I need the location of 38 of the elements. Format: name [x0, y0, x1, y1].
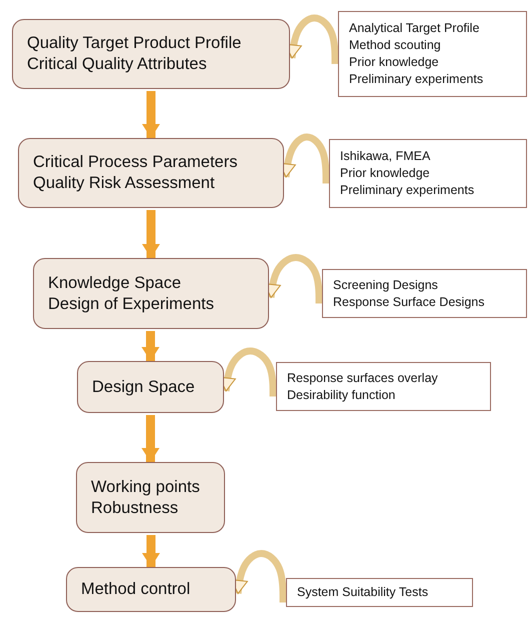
note-text: Response Surface Designs — [333, 294, 486, 310]
process-box — [33, 258, 269, 329]
step-text: Quality Risk Assessment — [33, 173, 216, 194]
note-box — [338, 11, 527, 97]
step-text: Critical Quality Attributes — [27, 54, 208, 75]
process-box — [76, 462, 225, 533]
note-text: Prior knowledge — [340, 165, 431, 182]
step-text: Quality Target Product Profile — [27, 33, 242, 54]
note-box — [276, 362, 491, 411]
step-text: Method control — [81, 579, 192, 600]
note-text: Screening Designs — [333, 276, 439, 294]
step-text: Working points — [91, 476, 201, 498]
process-box — [66, 567, 236, 612]
step-text: Design of Experiments — [48, 294, 215, 314]
step-text: Critical Process Parameters — [33, 152, 238, 173]
note-text: Ishikawa, FMEA — [340, 148, 432, 165]
note-text: Preliminary experiments — [349, 71, 484, 88]
process-box — [12, 19, 290, 89]
note-box — [322, 269, 527, 318]
arrow — [142, 415, 160, 462]
process-box — [77, 361, 224, 413]
note-text: Desirability function — [287, 386, 396, 404]
note-text: Analytical Target Profile — [349, 20, 480, 37]
note-text: Preliminary experiments — [340, 182, 476, 199]
note-box — [286, 578, 473, 607]
process-box — [18, 138, 284, 208]
note-text: Method scouting — [349, 37, 442, 54]
arrow — [142, 331, 160, 361]
step-text: Robustness — [91, 498, 180, 518]
step-text: Design Space — [92, 376, 196, 398]
note-text: System Suitability Tests — [297, 584, 430, 601]
arrow — [142, 91, 160, 138]
arrow — [142, 210, 160, 258]
note-text: Prior knowledge — [349, 54, 440, 71]
arrow — [142, 535, 160, 567]
note-text: Response surfaces overlay — [287, 370, 439, 386]
note-box — [329, 139, 527, 208]
step-text: Knowledge Space — [48, 272, 182, 294]
